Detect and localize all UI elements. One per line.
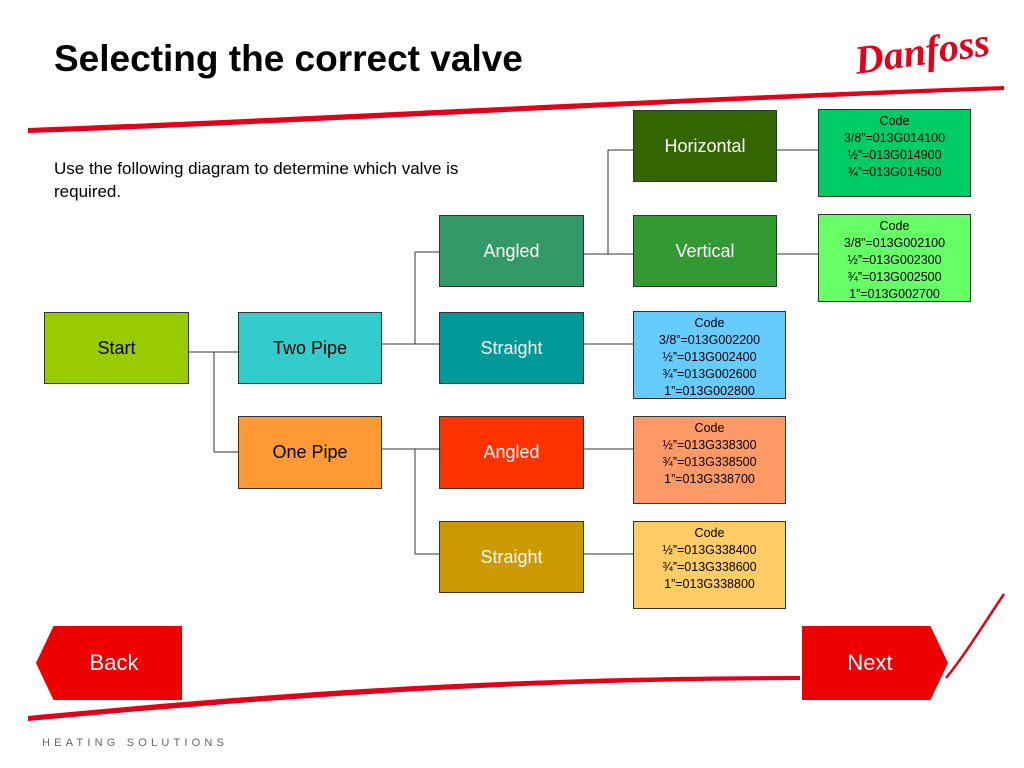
code-line: Code bbox=[694, 421, 725, 435]
code-line: 3/8”=013G002200 bbox=[658, 333, 761, 347]
next-button-label: Next bbox=[847, 650, 893, 675]
node-one-pipe-angled-label: Angled bbox=[483, 442, 540, 462]
next-button[interactable]: Next bbox=[802, 626, 948, 700]
node-two-pipe-angled: Angled bbox=[439, 215, 584, 287]
code-line: ½”=013G002400 bbox=[662, 350, 757, 364]
back-button-label: Back bbox=[89, 650, 139, 675]
node-horizontal-label: Horizontal bbox=[664, 135, 746, 156]
node-vertical: Vertical bbox=[633, 215, 777, 287]
code-line: Code bbox=[694, 526, 725, 540]
code-line: 1”=013G002700 bbox=[849, 287, 940, 301]
node-horizontal: Horizontal bbox=[633, 110, 777, 182]
back-button[interactable]: Back bbox=[36, 626, 182, 700]
code-line: ¾”=013G002500 bbox=[847, 270, 942, 284]
intro-text: Use the following diagram to determine w… bbox=[54, 159, 459, 201]
code-line: ¾”=013G338600 bbox=[662, 560, 757, 574]
code-line: ¾”=013G338500 bbox=[662, 455, 757, 469]
code-box-vertical: Code 3/8”=013G002100 ½”=013G002300 ¾”=01… bbox=[818, 214, 971, 302]
code-line: ¾”=013G002600 bbox=[662, 367, 757, 381]
code-line: ½”=013G014900 bbox=[847, 148, 942, 162]
code-box-one-pipe-straight: Code ½”=013G338400 ¾”=013G338600 1”=013G… bbox=[633, 521, 786, 609]
code-line: 3/8”=013G002100 bbox=[843, 236, 946, 250]
code-box-two-pipe-straight: Code 3/8”=013G002200 ½”=013G002400 ¾”=01… bbox=[633, 311, 786, 399]
node-vertical-label: Vertical bbox=[675, 240, 735, 261]
node-two-pipe: Two Pipe bbox=[238, 312, 382, 384]
code-line: 1”=013G338700 bbox=[664, 472, 755, 486]
node-two-pipe-angled-label: Angled bbox=[483, 240, 540, 261]
node-two-pipe-straight: Straight bbox=[439, 312, 584, 384]
node-one-pipe-straight: Straight bbox=[439, 521, 584, 593]
code-line: ½”=013G002300 bbox=[847, 253, 942, 267]
node-two-pipe-straight-label: Straight bbox=[480, 337, 543, 358]
code-line: Code bbox=[879, 219, 910, 233]
node-one-pipe-angled: Angled bbox=[439, 416, 584, 489]
node-two-pipe-label: Two Pipe bbox=[272, 337, 348, 358]
node-start-label: Start bbox=[97, 337, 136, 358]
node-one-pipe: One Pipe bbox=[238, 416, 382, 489]
code-line: ¾”=013G014500 bbox=[847, 165, 942, 179]
code-line: 1”=013G338800 bbox=[664, 577, 755, 591]
code-line: Code bbox=[879, 114, 910, 128]
node-one-pipe-straight-label: Straight bbox=[480, 546, 543, 567]
footer-text: HEATING SOLUTIONS bbox=[42, 737, 229, 749]
code-box-horizontal: Code 3/8”=013G014100 ½”=013G014900 ¾”=01… bbox=[818, 109, 971, 197]
node-one-pipe-label: One Pipe bbox=[272, 442, 348, 462]
danfoss-logo: Danfoss bbox=[851, 19, 993, 80]
code-line: Code bbox=[694, 316, 725, 330]
code-line: ½”=013G338400 bbox=[662, 543, 757, 557]
code-line: 3/8”=013G014100 bbox=[843, 131, 946, 145]
code-box-one-pipe-angled: Code ½”=013G338300 ¾”=013G338500 1”=013G… bbox=[633, 416, 786, 504]
code-line: ½”=013G338300 bbox=[662, 438, 757, 452]
node-start: Start bbox=[44, 312, 189, 384]
code-line: 1”=013G002800 bbox=[664, 384, 755, 398]
page-title: Selecting the correct valve bbox=[54, 38, 523, 79]
